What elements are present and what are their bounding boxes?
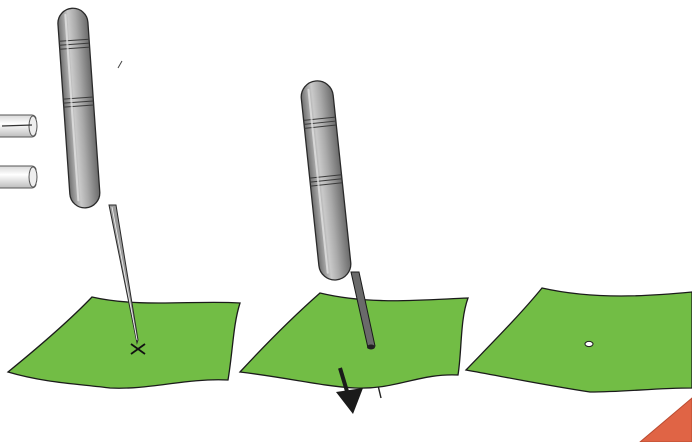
green-sheet-2 xyxy=(238,292,469,389)
empty-tube xyxy=(0,165,38,189)
green-sheet-3 xyxy=(464,287,692,393)
stray-mark xyxy=(117,60,123,69)
panel-3-result xyxy=(464,287,692,393)
green-sheet-1 xyxy=(6,296,241,389)
hole xyxy=(584,340,594,348)
needle-tool-2 xyxy=(300,80,376,350)
corner-shape xyxy=(639,397,692,442)
push-down-arrow xyxy=(336,367,363,414)
needle-tool-1 xyxy=(57,7,139,345)
cross-mark xyxy=(130,343,146,355)
needle-tube xyxy=(0,114,38,138)
panel-2-pierce xyxy=(238,80,469,414)
panel-1-mark xyxy=(6,7,241,389)
